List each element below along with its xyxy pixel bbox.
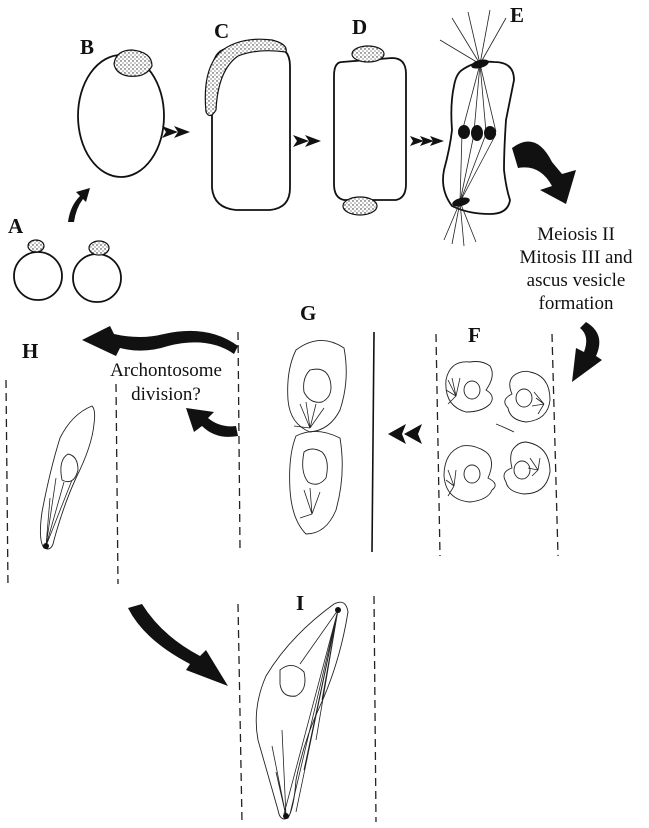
nucleus-i: [280, 665, 305, 696]
caption-line-2: Mitosis III and: [520, 247, 633, 268]
cell-a-left: [14, 252, 62, 300]
ascospore-i: [256, 602, 348, 819]
caption-line-4: formation: [539, 293, 614, 314]
caption-archontosome-line-2: division?: [131, 384, 201, 405]
panel-c: C: [205, 19, 290, 210]
panel-i: I: [238, 591, 376, 822]
arrow-a-to-b: [68, 188, 90, 222]
cell-d: [334, 58, 406, 200]
ascospore-lower: [290, 431, 343, 534]
upper-nucleus: [304, 369, 331, 402]
arrow-caption-to-f: [572, 322, 602, 382]
caption-line-3: ascus vesicle: [527, 270, 626, 291]
vesicle-connector: [496, 424, 514, 432]
arrow-g-to-h: [186, 408, 238, 437]
arrow-to-h-upper: [82, 326, 238, 356]
label-d: D: [352, 15, 367, 39]
wall-g-left: [238, 332, 240, 548]
nucleus-a-left: [28, 240, 44, 252]
vesicle-4: [504, 442, 550, 494]
chromosome-3: [484, 126, 496, 140]
cell-a-right: [73, 254, 121, 302]
vesicle-2: [505, 371, 550, 422]
label-e: E: [510, 3, 524, 27]
nucleus-d-top: [352, 46, 384, 62]
archontosome-i-top: [335, 607, 341, 613]
vesicle-2-nucleus: [516, 389, 532, 407]
wall-f-right: [552, 334, 558, 556]
label-i: I: [296, 591, 304, 615]
arrow-b-to-c: [162, 126, 190, 138]
chromosome-1: [458, 125, 470, 139]
wall-g-right: [372, 332, 374, 552]
panel-e: E: [440, 3, 524, 246]
vesicle-3: [444, 446, 495, 502]
wall-i-left: [238, 604, 242, 822]
lower-nucleus: [303, 449, 328, 484]
vesicle-3-nucleus: [464, 465, 480, 483]
caption-archontosome-line-1: Archontosome: [110, 360, 222, 381]
arrow-f-to-g: [388, 424, 422, 444]
caption-meiosis: Meiosis II Mitosis III and ascus vesicle…: [520, 224, 633, 314]
wall-f-left: [436, 334, 440, 556]
chromosome-2: [471, 125, 483, 141]
panel-a: A: [8, 214, 121, 302]
label-h: H: [22, 339, 38, 363]
archontosome-h: [43, 543, 49, 549]
vesicle-4-nucleus: [514, 461, 530, 479]
nucleus-a-right: [89, 241, 109, 255]
vesicle-1-nucleus: [464, 381, 480, 399]
label-f: F: [468, 323, 481, 347]
label-g: G: [300, 301, 316, 325]
label-b: B: [80, 35, 94, 59]
panel-h: H: [6, 339, 118, 588]
panel-g: G: [238, 301, 374, 552]
nucleus-b: [114, 50, 152, 76]
rays-h: [46, 478, 72, 546]
rays-i: [272, 610, 338, 816]
wall-h-left: [6, 380, 8, 588]
wall-h-right: [116, 384, 118, 584]
arrow-h-to-i: [128, 604, 228, 686]
wall-i-right: [374, 596, 376, 822]
arrow-c-to-d: [293, 135, 321, 147]
vesicle-1: [446, 362, 492, 413]
label-a: A: [8, 214, 24, 238]
rays-g: [294, 402, 324, 518]
asters-f: [446, 378, 544, 496]
nucleus-c: [205, 39, 286, 115]
label-c: C: [214, 19, 229, 43]
arrow-d-to-e: [410, 136, 444, 146]
nucleus-h: [61, 454, 78, 482]
archontosome-i-bottom: [283, 813, 289, 819]
panel-b: B: [78, 35, 164, 177]
arrow-e-to-f: [512, 142, 576, 204]
panel-d: D: [334, 15, 406, 215]
panel-f: F: [436, 323, 558, 556]
nucleus-d-bottom: [343, 197, 377, 215]
caption-line-1: Meiosis II: [537, 224, 615, 245]
caption-archontosome: Archontosome division?: [110, 360, 222, 405]
